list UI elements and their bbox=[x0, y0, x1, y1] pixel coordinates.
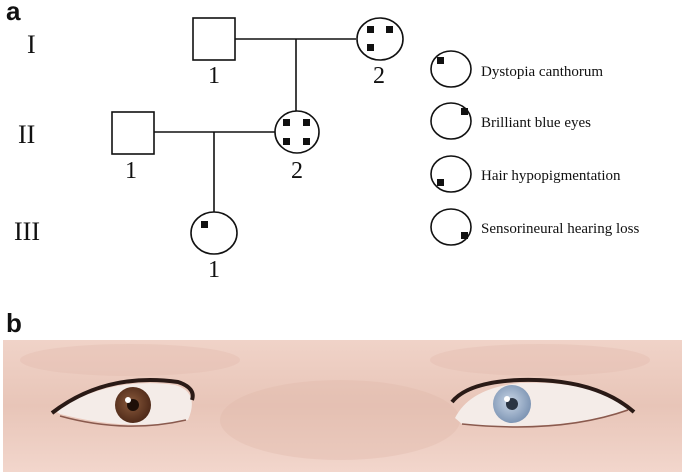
legend-label: Sensorineural hearing loss bbox=[481, 221, 639, 237]
mark-dystopia-canthorum bbox=[367, 26, 374, 33]
legend-label: Dystopia canthorum bbox=[481, 64, 603, 80]
legend-item-dystopia-canthorum: Dystopia canthorum bbox=[430, 50, 603, 88]
panel-a: a I II III 1 2 1 2 bbox=[6, 0, 639, 283]
panel-label-a: a bbox=[6, 0, 21, 26]
mark-hair-hypopigmentation bbox=[283, 138, 290, 145]
legend-label: Brilliant blue eyes bbox=[481, 115, 591, 131]
panel-label-b: b bbox=[6, 308, 22, 338]
individual-label-II2: 2 bbox=[291, 158, 303, 184]
panel-b: b bbox=[3, 308, 682, 472]
individual-label-I1: 1 bbox=[208, 63, 220, 89]
legend-item-brilliant-blue-eyes: Brilliant blue eyes bbox=[430, 102, 591, 140]
left-eye bbox=[50, 378, 195, 427]
legend-item-hair-hypopigmentation: Hair hypopigmentation bbox=[430, 155, 621, 193]
legend-item-sensorineural-hearing-loss: Sensorineural hearing loss bbox=[430, 208, 639, 246]
mark-dystopia-canthorum bbox=[201, 221, 208, 228]
generation-label-I: I bbox=[27, 30, 36, 59]
mark-dystopia-canthorum bbox=[283, 119, 290, 126]
mark-brilliant-blue-eyes bbox=[386, 26, 393, 33]
mark-hair-hypopigmentation bbox=[367, 44, 374, 51]
individual-II1-male bbox=[111, 111, 155, 155]
mark-sensorineural-hearing-loss bbox=[303, 138, 310, 145]
individual-I2-female bbox=[356, 17, 404, 61]
individual-label-I2: 2 bbox=[373, 63, 385, 89]
legend-label: Hair hypopigmentation bbox=[481, 168, 621, 184]
individual-I1-male bbox=[192, 17, 236, 61]
individual-label-III1: 1 bbox=[208, 257, 220, 283]
generation-label-II: II bbox=[18, 120, 35, 149]
generation-label-III: III bbox=[14, 217, 40, 246]
mark-brilliant-blue-eyes bbox=[303, 119, 310, 126]
individual-II2-female bbox=[274, 110, 320, 154]
eye-photo bbox=[3, 340, 682, 472]
individual-III1-female bbox=[190, 211, 238, 255]
right-eye bbox=[450, 377, 636, 428]
legend: Dystopia canthorum Brilliant blue eyes H… bbox=[430, 50, 639, 246]
individual-label-II1: 1 bbox=[125, 158, 137, 184]
